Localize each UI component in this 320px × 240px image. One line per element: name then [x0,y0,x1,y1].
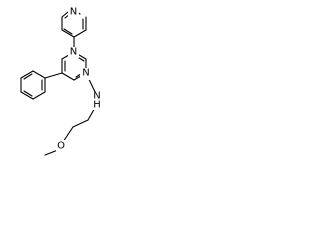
bond [32,91,46,100]
phenyl-ring [20,70,46,100]
double-bond [23,90,33,97]
double-bond [23,73,33,80]
bond [62,126,74,143]
bond [20,91,34,100]
pyridine-nitrogen-label: N [70,7,77,18]
ether-oxygen-label: O [57,141,65,152]
bond [72,119,89,128]
amine-nitrogen-label: N [93,91,100,102]
bond [73,29,87,38]
double-bond [63,28,73,35]
bond [61,11,69,18]
pyridine-ring [61,8,87,38]
methoxyethylamine-chain [44,72,97,156]
bond [44,72,63,79]
pyrimidine-nitrogen-right-label: N [82,68,89,79]
bond [61,29,75,38]
bond [44,149,59,156]
amine-hydrogen-label: H [93,100,101,111]
bond [61,72,75,81]
pyrimidine-nitrogen-top-label: N [70,47,77,58]
bond [20,70,34,79]
bond [32,70,46,79]
molecule-structure: N N N N H O [20,6,103,156]
